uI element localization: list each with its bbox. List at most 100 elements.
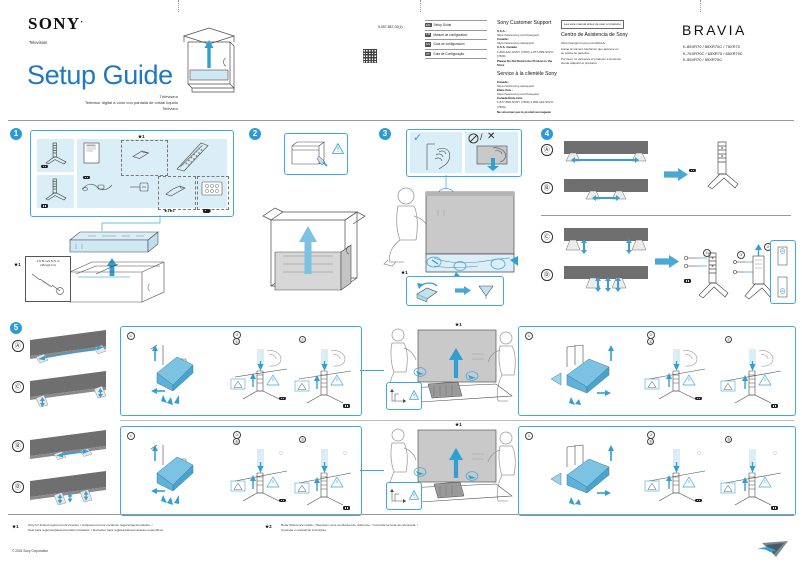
screw-pictogram-row2-d bbox=[343, 506, 350, 510]
press-stand-illustration-a bbox=[229, 347, 293, 405]
document-number: 5-057-857-02(1) bbox=[378, 25, 403, 29]
accessory-group-star1 bbox=[121, 140, 168, 176]
step-5-row-divider bbox=[120, 420, 794, 421]
step-3-dos-donts-panel: ✓ / ✕ bbox=[406, 129, 522, 177]
subtitle-es: Televisor digital a color con pantalla d… bbox=[84, 100, 178, 105]
language-row: PT Guia de Configuração bbox=[425, 50, 487, 60]
remote-control-illustration bbox=[171, 141, 215, 173]
bravia-wordmark: BRAVIA bbox=[682, 22, 747, 38]
header-divider bbox=[8, 120, 794, 121]
step-5-row2-letter-b: Ⓑ bbox=[233, 438, 241, 446]
support-line: Canada : bbox=[497, 37, 510, 42]
caution-stand-illustration-row2 bbox=[389, 486, 409, 506]
step-4-option-a-label: Ⓐ bbox=[541, 144, 553, 156]
support-line: U.S.A. Canada bbox=[497, 45, 517, 50]
screw-pictogram-row2r-b bbox=[695, 499, 702, 503]
insert-stand-illustration-row1r bbox=[549, 343, 635, 405]
support-line: donde adquirió el producto. bbox=[561, 60, 598, 65]
support-heading-fr: Service à la clientèle Sony bbox=[497, 70, 557, 77]
language-name: Setup Guide bbox=[433, 23, 452, 28]
cable-clamp-illustration bbox=[81, 179, 115, 195]
step-5-row2r-letter-b: Ⓑ bbox=[647, 438, 655, 446]
model-line: K-55XR70 / 55XR70C bbox=[683, 57, 723, 63]
torque-value-line2: (15 kgf·cm) bbox=[40, 263, 56, 268]
step-5-row2-letter-d: Ⓓ bbox=[299, 436, 307, 444]
product-category: Television bbox=[29, 40, 48, 45]
tv-bar-d bbox=[564, 266, 648, 279]
detail-upper-illustration bbox=[774, 245, 792, 267]
hero-illustration bbox=[176, 22, 242, 94]
support-heading-en: Sony Customer Support bbox=[497, 20, 552, 26]
support-line: U.S.A. : bbox=[497, 28, 508, 33]
support-block-es: Lea este manual antes de usar el product… bbox=[561, 20, 637, 65]
step-5-row1-star1: ★1 bbox=[455, 322, 462, 327]
step-5-row1-lift-scene bbox=[384, 326, 524, 414]
title-subtitles: Téléviseur Televisor digital a color con… bbox=[30, 94, 178, 112]
press-stand-illustration-row2r-d bbox=[719, 447, 787, 509]
support-line: Ne retournez pas le produit au magasin bbox=[497, 109, 552, 114]
step-1-badge: 1 bbox=[10, 128, 22, 140]
slash-separator: / bbox=[480, 132, 483, 142]
caution-stand-illustration-row1 bbox=[389, 386, 409, 406]
stand-assembly-ab bbox=[700, 140, 746, 192]
insert-stand-illustration-row2 bbox=[141, 443, 217, 505]
footnote-1-line1: Only for limited region/country/model. /… bbox=[28, 523, 153, 527]
support-line: États-Unis : bbox=[497, 87, 514, 92]
support-line: https://www.sony.com/tvsupport bbox=[497, 92, 539, 97]
read-manual-notice: Lea este manual antes de usar el product… bbox=[561, 20, 624, 30]
subtitle-fr: Téléviseur bbox=[159, 94, 178, 99]
press-stand-illustration-row1r-c bbox=[719, 347, 787, 407]
step-3-star1-label: ★1 bbox=[401, 270, 408, 275]
step-4-arrow-ab bbox=[664, 168, 688, 181]
subtitle-pt: Televizor bbox=[162, 106, 178, 111]
model-line: K-85XR70 / 85XR70C / 75XR70 bbox=[683, 44, 740, 49]
press-stand-illustration-row1r-a bbox=[643, 347, 711, 405]
caution-triangle-row1 bbox=[408, 389, 420, 400]
torque-note-star: ★1 bbox=[14, 262, 21, 267]
detail-arrow-right bbox=[455, 286, 471, 295]
step-5-badge: 5 bbox=[10, 322, 22, 334]
step-5-row2-right-panel: ① ② Ⓑ bbox=[518, 426, 796, 516]
star2-label: ★2 bbox=[206, 209, 212, 213]
step-5-row1-letter-c: Ⓒ bbox=[299, 336, 307, 344]
torque-note-box: 1.5 N·m/1.5 N·m (15 kgf·cm) bbox=[25, 256, 71, 302]
language-name: Guia de Configuração bbox=[433, 52, 465, 57]
accessory-cell-stand-b bbox=[37, 175, 74, 208]
screw-pictogram-row1-c bbox=[343, 404, 350, 408]
step-1-callout-line bbox=[98, 215, 161, 231]
battery-illustration bbox=[131, 149, 151, 161]
caution-triangle-icon bbox=[331, 142, 345, 154]
screw-pack-illustration bbox=[201, 181, 223, 197]
caution-triangle-row2 bbox=[408, 489, 420, 500]
step-5-row1r-sub-1: ① bbox=[525, 332, 533, 340]
step-5-option-b-label: Ⓑ bbox=[12, 440, 24, 452]
support-line: Llame al número telefónico que aparece e… bbox=[561, 46, 619, 51]
height-arrow-d-left bbox=[594, 277, 602, 292]
ok-illustration-bg bbox=[410, 132, 462, 173]
language-code: ES bbox=[425, 42, 432, 47]
hand-grip-screen-illustration bbox=[475, 144, 515, 172]
step-4-arrow-cd bbox=[655, 255, 679, 268]
step-2-badge: 2 bbox=[249, 128, 261, 140]
tab-fold-illustration bbox=[411, 280, 451, 303]
press-stand-illustration-row2r-b bbox=[643, 447, 711, 505]
sony-logo: SONY. bbox=[28, 14, 83, 33]
detail-lower-illustration bbox=[774, 275, 792, 299]
language-name: Manuel de configuration bbox=[433, 32, 468, 37]
step-2-caution-panel bbox=[284, 133, 348, 175]
tv-bar-a bbox=[564, 141, 648, 154]
accessory-group-star2 bbox=[197, 176, 229, 210]
height-arrow-c-right bbox=[625, 239, 633, 254]
press-stand-illustration-d bbox=[293, 447, 357, 509]
language-row: EN Setup Guide bbox=[425, 20, 487, 31]
press-stand-illustration-c bbox=[293, 347, 357, 407]
step-4-badge: 4 bbox=[541, 128, 553, 140]
step-3-tab-detail-panel bbox=[406, 276, 504, 306]
footnote-1-mark: ★1 bbox=[12, 524, 19, 529]
support-line: https://www.sony.ca/support bbox=[497, 41, 535, 46]
crop-mark-right bbox=[700, 0, 701, 12]
language-code: PT bbox=[425, 51, 432, 57]
star1-star2-label: ★1★2 bbox=[164, 209, 175, 213]
carton-open-illustration bbox=[289, 138, 329, 170]
support-line: Canada : bbox=[497, 79, 510, 84]
